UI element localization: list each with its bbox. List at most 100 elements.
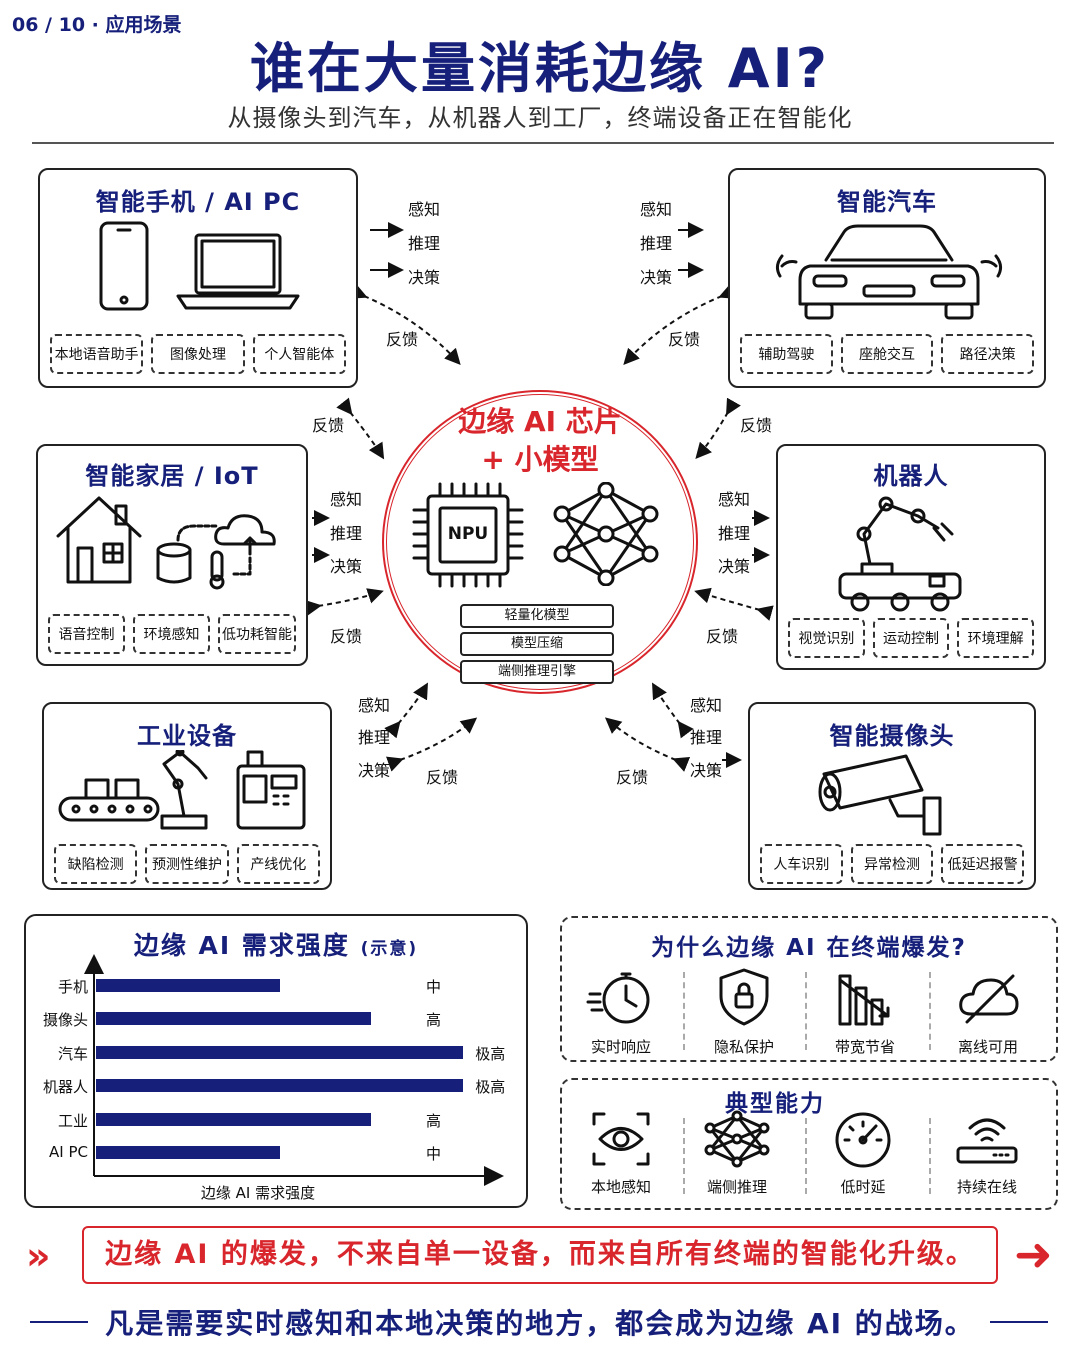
footer-rule-left [30, 1321, 88, 1323]
why-item-label: 带宽节省 [834, 1038, 895, 1056]
footer-rule-right [990, 1321, 1048, 1323]
hub-subtitle: + 小模型 [481, 443, 599, 476]
flow-label-sense: 感知 [718, 490, 751, 509]
edge-ai-hub-inner-ring [386, 394, 694, 690]
laptop-icon [176, 233, 300, 310]
chart-x-axis-label: 边缘 AI 需求强度 [200, 1184, 316, 1202]
flow-label-sense: 感知 [640, 200, 673, 219]
why-item-realtime: 实时响应 [562, 966, 680, 1057]
shield-lock-icon [719, 968, 769, 1026]
flow-label-sense: 感知 [408, 200, 441, 219]
capabilities-card [560, 1078, 1058, 1210]
flow-label-feedback: 反馈 [386, 330, 419, 349]
chart-value-label: 极高 [475, 1044, 506, 1063]
flow-label-decide: 决策 [718, 557, 751, 576]
chart-bar [96, 1012, 372, 1026]
key-message-banner: 边缘 AI 的爆发，不来自单一设备，而来自所有终端的智能化升级。 [82, 1226, 998, 1284]
flow-label-infer: 推理 [358, 728, 391, 747]
page-subtitle: 从摄像头到汽车，从机器人到工厂，终端设备正在智能化 [227, 104, 853, 132]
tag-low-power-intelligence: 低功耗智能 [218, 614, 296, 654]
tag-local-voice-assistant: 本地语音助手 [50, 334, 144, 374]
arrow-right-icon: ➜ [1014, 1227, 1053, 1281]
stopwatch-icon [586, 972, 650, 1024]
chart-category-label: 汽车 [57, 1044, 88, 1063]
chart-bar [96, 1112, 372, 1126]
capability-label: 持续在线 [956, 1178, 1017, 1196]
chevron-icon: » [26, 1234, 50, 1278]
flow-label-decide: 决策 [408, 268, 441, 287]
device-title: 工业设备 [137, 722, 237, 750]
hub-item-model-compression: 模型压缩 [460, 632, 614, 656]
hub-item-on-device-inference-engine: 端侧推理引擎 [460, 660, 614, 684]
why-edge-ai-card [560, 916, 1058, 1062]
tag-cockpit-interaction: 座舱交互 [840, 334, 934, 374]
flow-label-feedback: 反馈 [312, 416, 345, 435]
bar-decline-icon [838, 974, 890, 1026]
divider [929, 972, 931, 1050]
device-title: 智能摄像头 [829, 722, 955, 750]
chart-value-label: 极高 [475, 1078, 506, 1097]
page-number: 06 / 10 · 应用场景 [12, 14, 182, 36]
tag-route-decision: 路径决策 [941, 334, 1035, 374]
device-title: 机器人 [873, 462, 949, 490]
device-card-industrial: 工业设备 缺陷检测 预测性维护 产线优化 [42, 702, 332, 890]
robot-arm-icon [838, 496, 962, 612]
capability-item-on-device-inference: 端侧推理 [678, 1110, 796, 1197]
footer-message: 凡是需要实时感知和本地决策的地方，都会成为边缘 AI 的战场。 [105, 1307, 975, 1340]
chart-title: 边缘 AI 需求强度 (示意) [24, 926, 528, 962]
why-item-label: 隐私保护 [713, 1038, 774, 1056]
tag-line-optimization: 产线优化 [236, 844, 320, 884]
tag-environment-sensing: 环境感知 [133, 614, 210, 654]
flow-label-sense: 感知 [690, 696, 723, 715]
why-item-privacy: 隐私保护 [685, 966, 803, 1057]
flow-label-decide: 决策 [330, 557, 363, 576]
connector-arrows [304, 222, 774, 772]
why-edge-ai-title: 为什么边缘 AI 在终端爆发? [651, 935, 967, 961]
demand-chart-card [24, 914, 528, 1208]
divider [805, 972, 807, 1050]
header-divider [32, 142, 1054, 144]
chart-category-label: AI PC [49, 1143, 88, 1161]
why-item-bandwidth: 带宽节省 [806, 966, 924, 1057]
flow-label-feedback: 反馈 [330, 627, 363, 646]
iot-cloud-sensor-icon [156, 514, 276, 590]
flow-label-feedback: 反馈 [616, 768, 649, 787]
chart-bar [96, 1045, 464, 1059]
edge-ai-hub-ring [382, 390, 698, 694]
divider [929, 1118, 931, 1194]
flow-label-infer: 推理 [718, 524, 751, 543]
chart-value-label: 高 [426, 1111, 442, 1130]
car-icon [775, 224, 1003, 320]
house-icon [56, 496, 142, 584]
neural-net-icon [704, 1110, 770, 1168]
tag-defect-detection: 缺陷检测 [54, 844, 138, 884]
capability-item-local-sensing: 本地感知 [562, 1110, 680, 1197]
hub-item-lightweight-model: 轻量化模型 [460, 604, 614, 628]
why-item-offline: 离线可用 [929, 966, 1047, 1057]
chart-bar [96, 1079, 464, 1093]
chart-value-label: 高 [426, 1011, 442, 1030]
tag-visual-recognition: 视觉识别 [788, 618, 865, 658]
flow-label-decide: 决策 [640, 268, 673, 287]
capability-label: 低时延 [840, 1178, 886, 1196]
divider [805, 1118, 807, 1194]
tag-personal-agent: 个人智能体 [252, 334, 346, 374]
chart-category-label: 机器人 [42, 1078, 88, 1097]
capability-label: 端侧推理 [706, 1178, 767, 1196]
chart-category-label: 手机 [57, 978, 88, 996]
chart-value-label: 中 [426, 1145, 442, 1163]
security-camera-icon [818, 754, 942, 836]
page-title: 谁在大量消耗边缘 AI? [249, 37, 830, 100]
device-card-phone-pc: 智能手机 / AI PC 本地语音助手 图像处理 个人智能体 [38, 168, 358, 388]
flow-label-feedback: 反馈 [426, 768, 459, 787]
gauge-icon [835, 1112, 891, 1168]
chart-value-label: 中 [426, 978, 442, 996]
chart-category-label: 工业 [57, 1111, 88, 1130]
tag-environment-understanding: 环境理解 [957, 618, 1035, 658]
tag-voice-control: 语音控制 [48, 614, 125, 654]
tag-predictive-maintenance: 预测性维护 [145, 844, 229, 884]
cloud-off-icon [959, 974, 1019, 1024]
chart-title-text: 边缘 AI 需求强度 [133, 931, 350, 960]
eye-scan-icon [592, 1112, 650, 1166]
tag-anomaly-detection: 异常检测 [850, 844, 934, 884]
